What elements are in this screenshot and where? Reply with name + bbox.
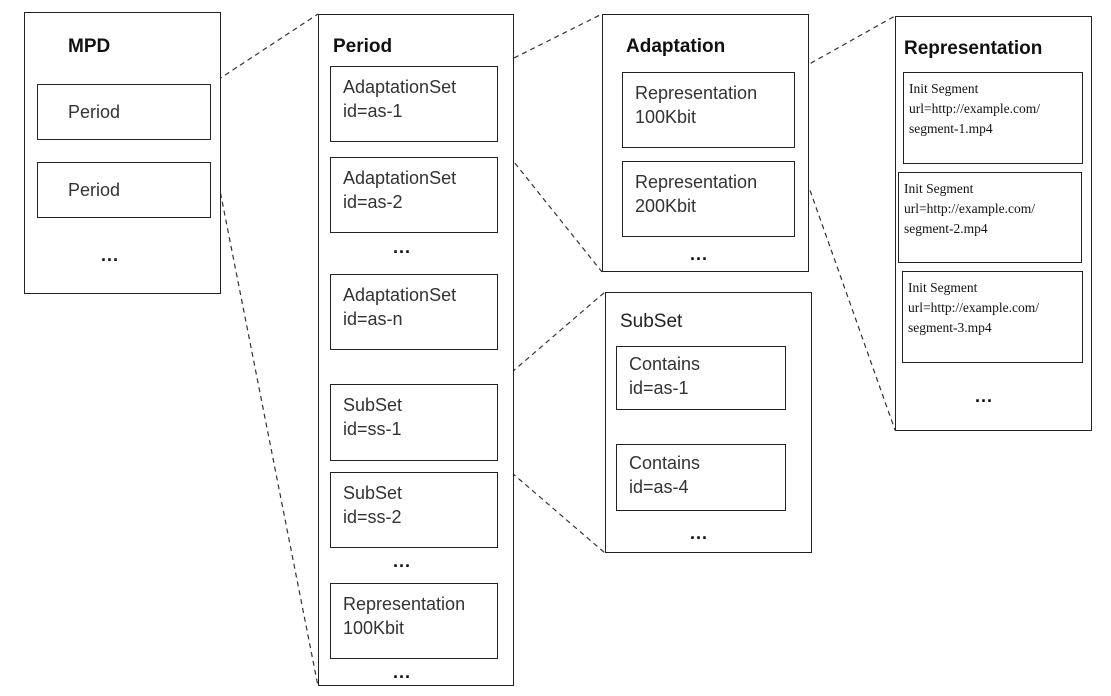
subset-item-line2: id=as-4 bbox=[629, 477, 689, 497]
adaptation-title: Adaptation bbox=[626, 36, 726, 57]
mpd-more-ellipsis: ... bbox=[101, 245, 120, 265]
adaptation-item-line1: Representation bbox=[635, 83, 758, 103]
period-item-adaptationset-n: AdaptationSet id=as-n bbox=[330, 274, 498, 350]
segment-line2: url=http://example.com/ bbox=[909, 101, 1040, 116]
adaptation-item-line2: 100Kbit bbox=[635, 107, 697, 127]
subset-item-line2: id=as-1 bbox=[629, 378, 689, 398]
adaptation-ellipsis: ... bbox=[690, 244, 709, 264]
subset-item-line1: Contains bbox=[629, 354, 701, 374]
connector-period-adaptation-top bbox=[497, 13, 603, 67]
period-ellipsis-2: ... bbox=[393, 551, 412, 571]
period-ellipsis-1: ... bbox=[393, 237, 412, 257]
subset-title: SubSet bbox=[620, 311, 683, 332]
connector-adaptation-representation-top bbox=[794, 15, 896, 73]
subset-item-line1: Contains bbox=[629, 453, 701, 473]
segment-line2: url=http://example.com/ bbox=[908, 300, 1039, 315]
period-item-line2: id=as-2 bbox=[343, 192, 403, 212]
subset-item-contains-1: Contains id=as-1 bbox=[616, 346, 786, 410]
adaptation-item-representation-1: Representation 100Kbit bbox=[622, 72, 795, 148]
period-item-line1: AdaptationSet bbox=[343, 77, 457, 97]
period-item-line2: id=ss-2 bbox=[343, 507, 402, 527]
period-item-line1: SubSet bbox=[343, 483, 403, 503]
connector-period-subset-top bbox=[497, 291, 606, 385]
mpd-period-item-1: Period bbox=[37, 84, 211, 140]
connector-mpd-period-bottom bbox=[209, 139, 319, 687]
period-item-line2: id=as-n bbox=[343, 309, 403, 329]
representation-segment-1: Init Segment url=http://example.com/ seg… bbox=[903, 72, 1083, 164]
mpd-box bbox=[24, 12, 221, 294]
period-item-adaptationset-2: AdaptationSet id=as-2 bbox=[330, 157, 498, 233]
segment-line2: url=http://example.com/ bbox=[904, 201, 1035, 216]
connector-mpd-period-top bbox=[209, 13, 319, 86]
subset-ellipsis: ... bbox=[690, 523, 709, 543]
representation-ellipsis: ... bbox=[975, 386, 994, 406]
representation-segment-3: Init Segment url=http://example.com/ seg… bbox=[902, 271, 1083, 363]
segment-line3: segment-3.mp4 bbox=[908, 320, 992, 335]
period-item-line1: Representation bbox=[343, 594, 466, 614]
period-item-line2: id=ss-1 bbox=[343, 419, 402, 439]
connector-period-subset-bottom bbox=[497, 460, 606, 554]
adaptation-item-line1: Representation bbox=[635, 172, 758, 192]
period-title: Period bbox=[333, 36, 393, 57]
representation-title: Representation bbox=[904, 38, 1043, 59]
segment-line3: segment-1.mp4 bbox=[909, 121, 993, 136]
segment-line1: Init Segment bbox=[904, 181, 974, 196]
segment-line3: segment-2.mp4 bbox=[904, 221, 988, 236]
period-item-line1: AdaptationSet bbox=[343, 168, 457, 188]
adaptation-item-line2: 200Kbit bbox=[635, 196, 697, 216]
segment-line1: Init Segment bbox=[908, 280, 978, 295]
period-item-line2: 100Kbit bbox=[343, 618, 405, 638]
segment-line1: Init Segment bbox=[909, 81, 979, 96]
connector-period-adaptation-bottom bbox=[497, 141, 603, 273]
period-item-representation: Representation 100Kbit bbox=[330, 583, 498, 659]
period-ellipsis-3: ... bbox=[393, 662, 412, 682]
period-item-adaptationset-1: AdaptationSet id=as-1 bbox=[330, 66, 498, 142]
connector-adaptation-representation-bottom bbox=[794, 147, 896, 431]
period-item-line1: AdaptationSet bbox=[343, 285, 457, 305]
mpd-period-item-2: Period bbox=[37, 162, 211, 218]
adaptation-item-representation-2: Representation 200Kbit bbox=[622, 161, 795, 237]
period-item-subset-1: SubSet id=ss-1 bbox=[330, 384, 498, 461]
subset-item-contains-2: Contains id=as-4 bbox=[616, 444, 786, 511]
mpd-title: MPD bbox=[68, 36, 111, 57]
representation-segment-2: Init Segment url=http://example.com/ seg… bbox=[898, 172, 1082, 263]
period-item-subset-2: SubSet id=ss-2 bbox=[330, 472, 498, 548]
period-item-line1: SubSet bbox=[343, 395, 403, 415]
period-item-line2: id=as-1 bbox=[343, 101, 403, 121]
